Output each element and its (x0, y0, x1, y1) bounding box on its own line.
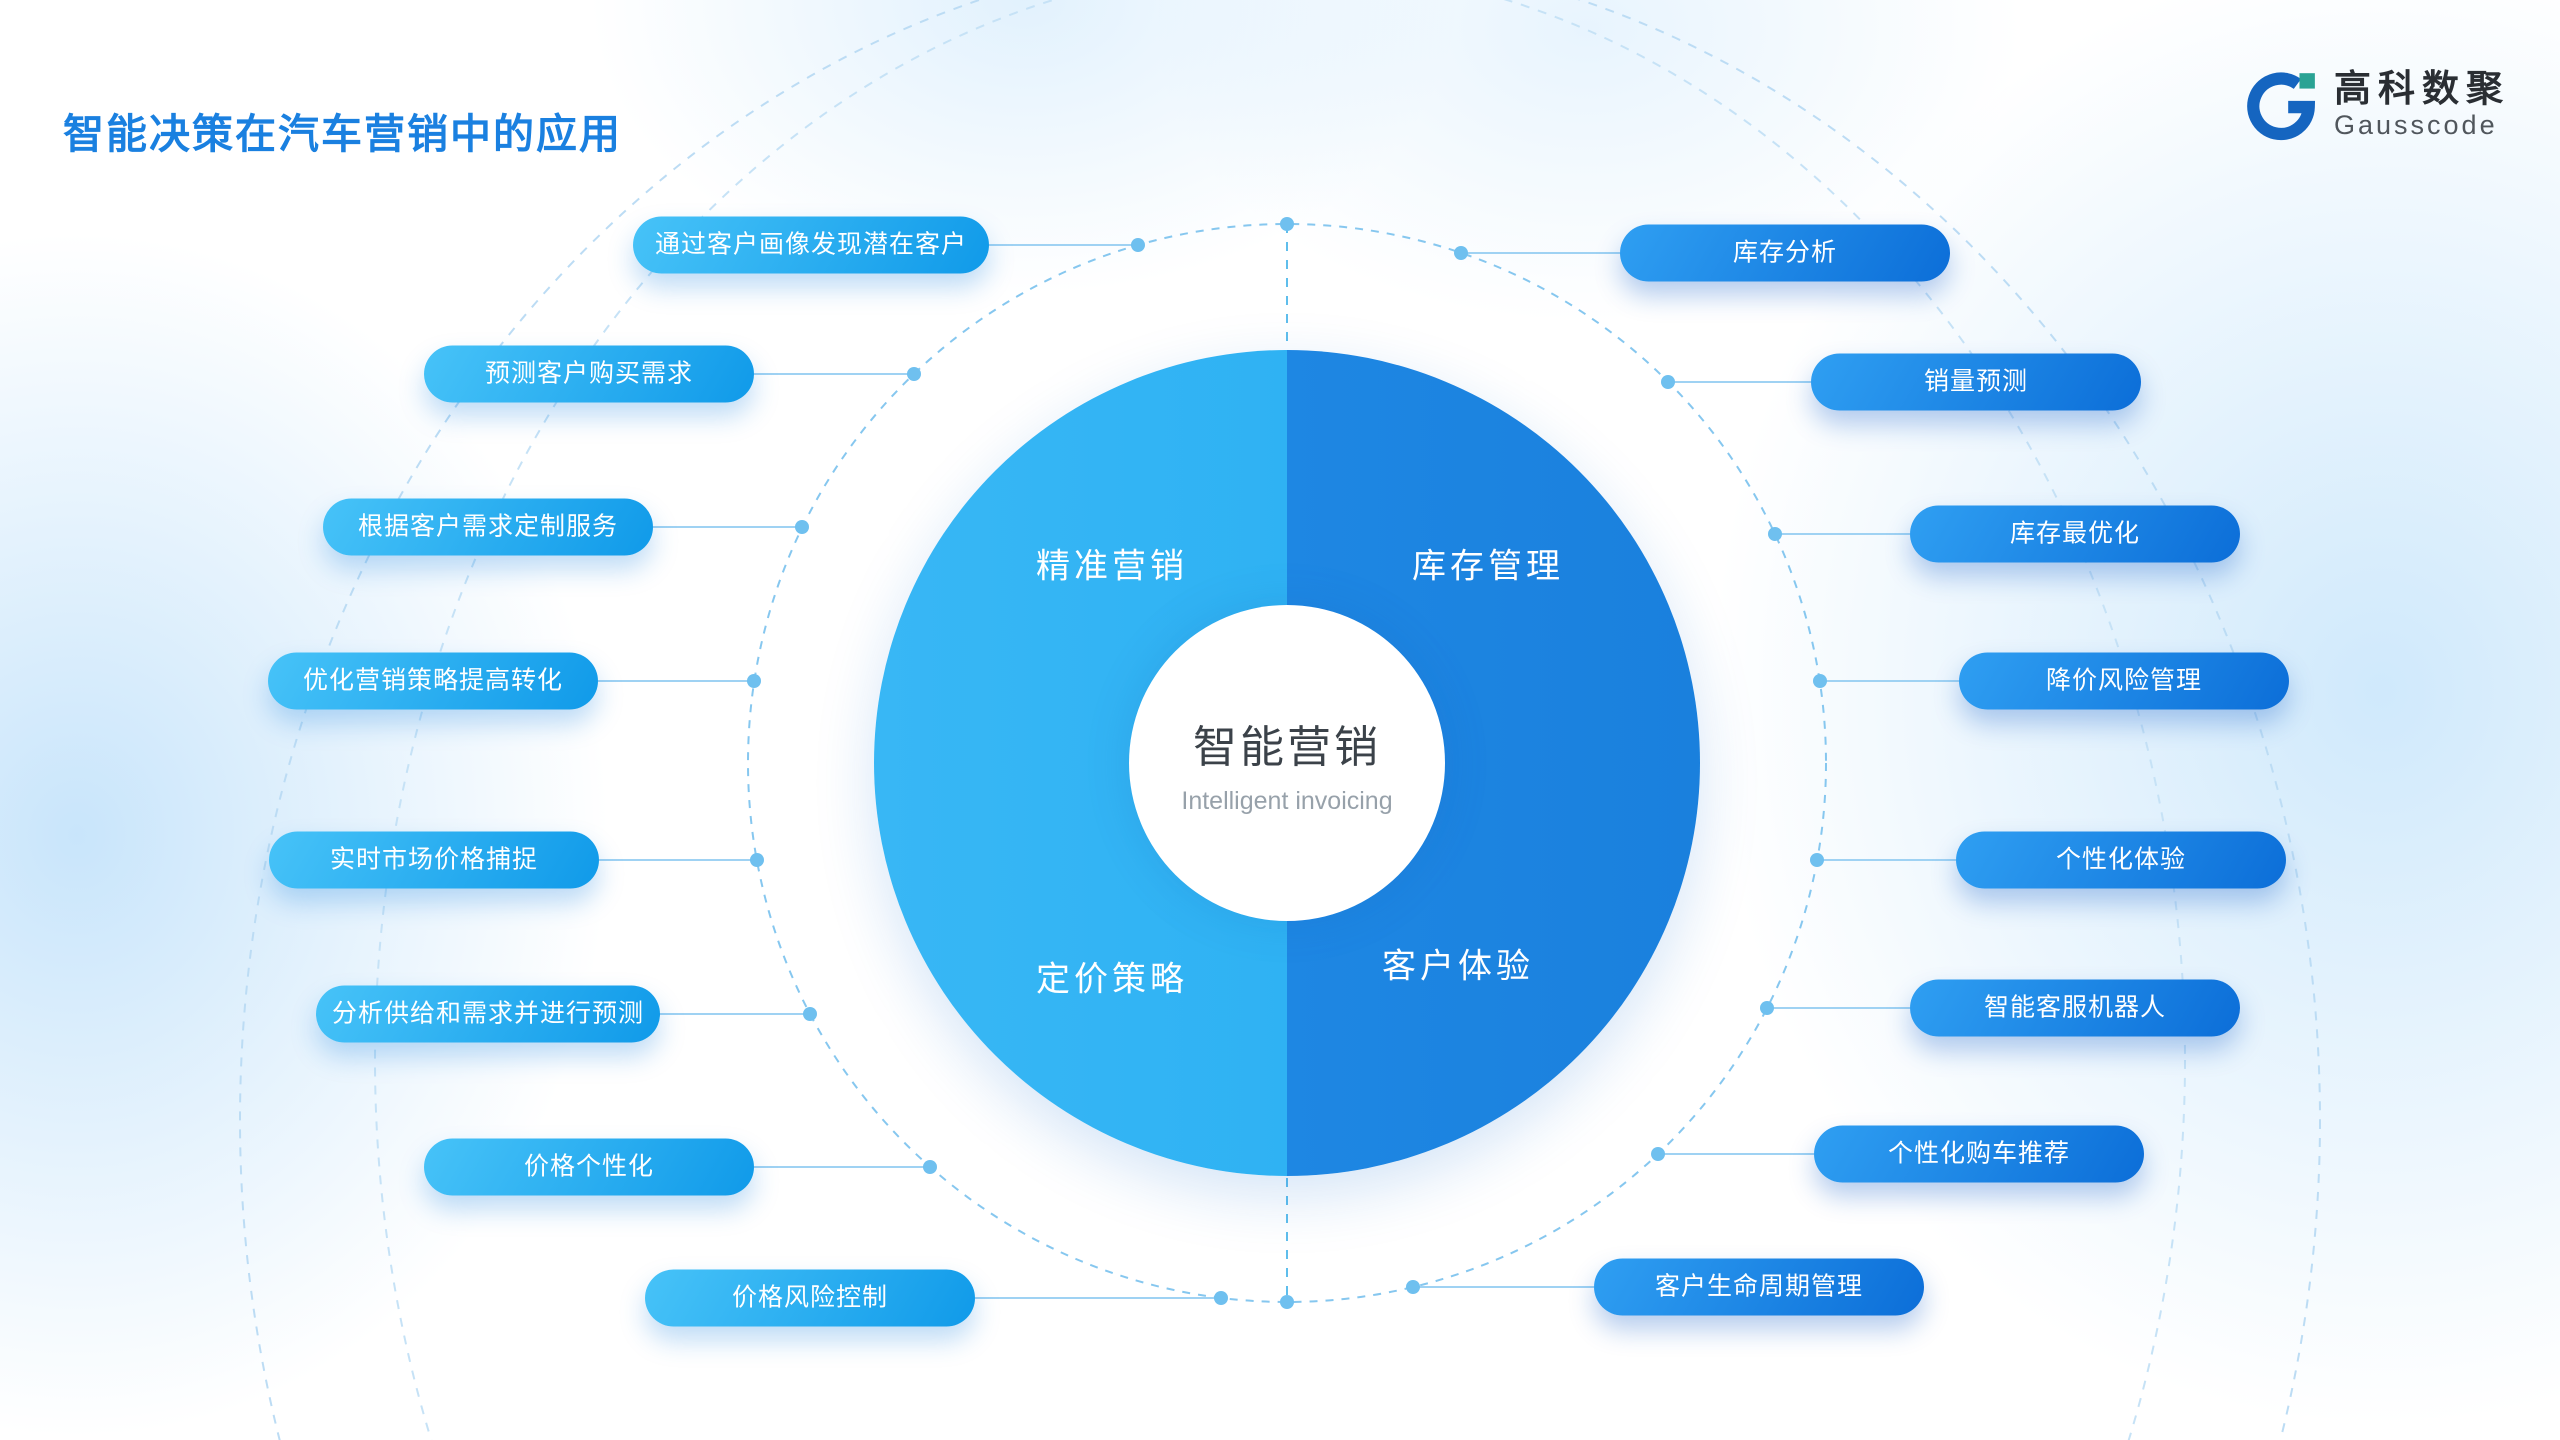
pill-smart-service-bot: 智能客服机器人 (1910, 979, 2240, 1037)
pill-sales-forecast: 销量预测 (1811, 353, 2141, 411)
pill-markdown-risk-management: 降价风险管理 (1959, 652, 2289, 710)
page-title: 智能决策在汽车营销中的应用 (63, 111, 622, 157)
outer-dashed-ellipse (239, 0, 2321, 1440)
quadrant-pricing-strategy: 定价策略 (1036, 960, 1188, 999)
brand-name: 高科数聚 (2334, 68, 2510, 110)
connector-lines (598, 244, 1959, 1299)
pill-price-risk-control: 价格风险控制 (645, 1269, 975, 1327)
brand-text: 高科数聚 Gausscode (2334, 68, 2510, 141)
quadrant-inventory-management: 库存管理 (1412, 547, 1564, 586)
pill-price-personalization: 价格个性化 (424, 1138, 754, 1196)
pill-realtime-price-capture: 实时市场价格捕捉 (269, 831, 599, 889)
inner-dashed-ellipse (374, 0, 2186, 1440)
pill-personalized-experience: 个性化体验 (1956, 831, 2286, 889)
quadrant-precision-marketing: 精准营销 (1036, 547, 1188, 586)
pill-purchase-demand-forecast: 预测客户购买需求 (424, 345, 754, 403)
pill-customer-profiling: 通过客户画像发现潜在客户 (633, 216, 989, 274)
pill-marketing-optimization: 优化营销策略提高转化 (268, 652, 598, 710)
pill-customer-lifecycle-management: 客户生命周期管理 (1594, 1258, 1924, 1316)
dashed-ring (747, 223, 1827, 1303)
pill-custom-service: 根据客户需求定制服务 (323, 498, 653, 556)
center-circle: 智能营销 Intelligent invoicing (1129, 605, 1445, 921)
pill-inventory-analysis: 库存分析 (1620, 224, 1950, 282)
diagram-core: 精准营销 库存管理 定价策略 客户体验 智能营销 Intelligent inv… (874, 350, 1700, 1176)
center-subtitle: Intelligent invoicing (1181, 786, 1393, 815)
pill-inventory-optimization: 库存最优化 (1910, 505, 2240, 563)
brand-subtitle: Gausscode (2334, 109, 2498, 140)
brand-logo: 高科数聚 Gausscode (2242, 66, 2510, 144)
gausscode-logo-icon (2247, 72, 2316, 141)
center-title: 智能营销 (1193, 722, 1381, 772)
quadrant-customer-experience: 客户体验 (1382, 947, 1534, 986)
pill-supply-demand-forecast: 分析供给和需求并进行预测 (316, 985, 660, 1043)
connector-dots (747, 217, 1827, 1309)
pill-personalized-car-recommendation: 个性化购车推荐 (1814, 1125, 2144, 1183)
